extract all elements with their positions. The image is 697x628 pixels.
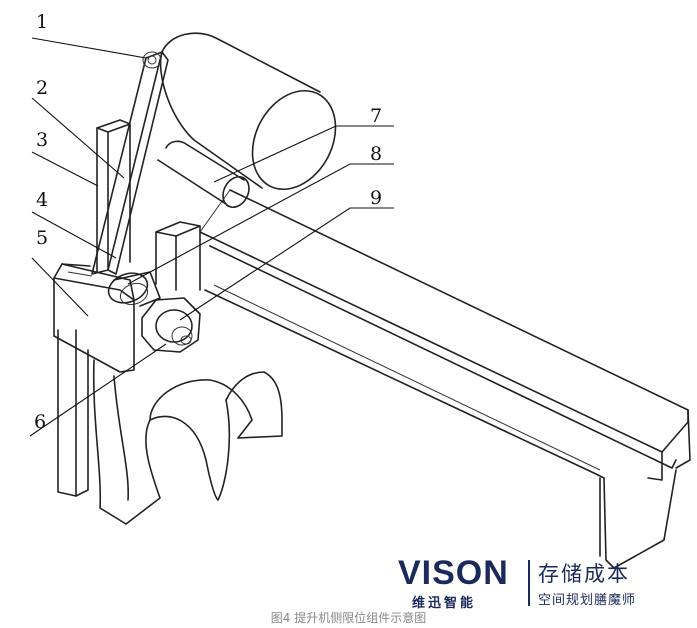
label-6: 6	[34, 411, 46, 433]
label-3: 3	[36, 129, 48, 151]
left-post	[57, 119, 131, 497]
brand-slogan: 存储成本	[538, 562, 630, 586]
label-9: 9	[370, 187, 382, 209]
label-4: 4	[36, 189, 48, 211]
label-7: 7	[370, 105, 382, 127]
nut	[141, 297, 201, 353]
brand-logo-subtitle: 维迅智能	[412, 596, 477, 611]
figure-caption: 图4 提升机侧限位组件示意图	[270, 611, 427, 625]
brand-watermark: VISON 维迅智能 存储成本 空间规划膳魔师	[398, 554, 678, 611]
label-8: 8	[370, 143, 382, 165]
side-plate	[53, 263, 135, 373]
brand-tagline: 空间规划膳魔师	[538, 593, 637, 608]
label-1: 1	[36, 11, 48, 33]
swing-arm	[91, 51, 169, 275]
leader-lines	[29, 37, 394, 437]
lower-cylinder	[157, 140, 250, 209]
brand-divider	[528, 560, 530, 606]
guide-rail	[199, 189, 691, 569]
label-2: 2	[36, 77, 48, 99]
label-5: 5	[36, 227, 48, 249]
center-post	[155, 221, 201, 291]
base-bracket	[92, 359, 283, 525]
brand-logo: VISON	[398, 554, 509, 592]
top-roller	[142, 32, 337, 191]
